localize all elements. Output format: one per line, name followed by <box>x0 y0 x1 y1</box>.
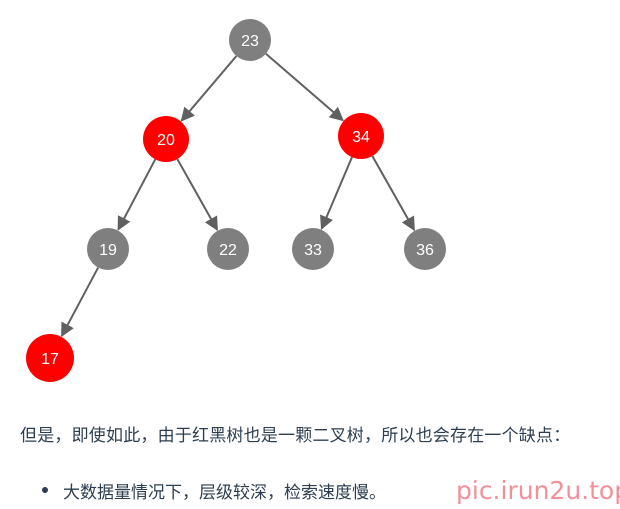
edge-arrow <box>180 55 238 122</box>
tree-node-36: 36 <box>404 228 446 270</box>
node-circle <box>338 113 384 159</box>
watermark: pic.irun2u.top <box>456 476 620 505</box>
node-label: 33 <box>304 242 322 259</box>
bullet-icon <box>42 487 48 493</box>
node-label: 19 <box>99 242 117 259</box>
node-circle <box>26 334 74 382</box>
node-circle <box>404 228 446 270</box>
tree-node-20: 20 <box>143 116 189 162</box>
node-label: 36 <box>416 242 434 259</box>
node-circle <box>207 228 249 270</box>
node-circle <box>292 228 334 270</box>
node-label: 20 <box>157 132 175 149</box>
node-label: 17 <box>41 351 59 368</box>
tree-node-22: 22 <box>207 228 249 270</box>
node-circle <box>229 19 271 61</box>
tree-node-23: 23 <box>229 19 271 61</box>
edge-arrow <box>60 267 100 338</box>
tree-diagram: 23 20 34 19 22 33 36 17 <box>26 19 446 382</box>
bullet-item: 大数据量情况下，层级较深，检索速度慢。 <box>63 483 386 503</box>
tree-node-34: 34 <box>338 113 384 159</box>
edge-arrow <box>265 52 344 122</box>
edge-arrow <box>117 158 157 231</box>
paragraph-text: 但是，即使如此，由于红黑树也是一颗二叉树，所以也会存在一个缺点： <box>20 426 571 446</box>
edge-arrow <box>320 156 353 231</box>
node-label: 34 <box>352 129 370 146</box>
edge-arrow <box>176 158 219 232</box>
tree-node-17: 17 <box>26 334 74 382</box>
node-circle <box>87 228 129 270</box>
node-label: 23 <box>241 33 259 50</box>
edge-arrow <box>371 155 416 232</box>
tree-node-19: 19 <box>87 228 129 270</box>
node-circle <box>143 116 189 162</box>
tree-node-33: 33 <box>292 228 334 270</box>
node-label: 22 <box>219 242 237 259</box>
